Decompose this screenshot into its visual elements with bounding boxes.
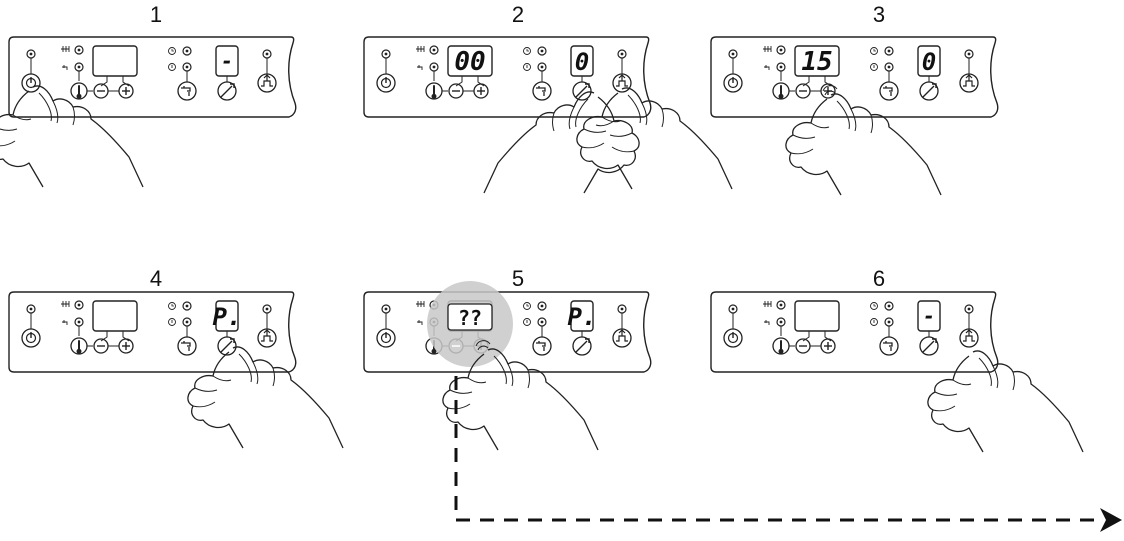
right-display-value: P. [568, 303, 597, 331]
control-panel [8, 36, 297, 118]
step-number: 5 [512, 266, 524, 291]
left-display-value: ?? [458, 306, 482, 330]
step-2: 2 00 0 [363, 2, 733, 194]
left-display-value: 15 [801, 47, 832, 77]
step-number: 2 [512, 2, 524, 27]
step-number: 6 [873, 266, 885, 291]
right-display-value: P. [213, 303, 242, 331]
step-number: 3 [873, 2, 885, 27]
control-panel [710, 36, 999, 118]
control-panel [710, 291, 999, 373]
left-display-value: 00 [454, 47, 485, 77]
step-number: 1 [150, 2, 162, 27]
right-display-value: - [221, 49, 233, 73]
control-panel [363, 36, 652, 118]
right-display-value: - [923, 304, 935, 328]
step-1: 1 - [0, 2, 297, 188]
arrow-head-icon [1100, 508, 1122, 532]
continuation-arrow [454, 376, 1096, 522]
step-5: 5 ?? P. [363, 266, 652, 451]
right-display-value: 0 [575, 48, 589, 76]
right-display-value: 0 [922, 48, 936, 76]
step-3: 3 15 0 [710, 2, 999, 196]
step-4: 4 P. [8, 266, 344, 449]
step-number: 4 [150, 266, 162, 291]
step-6: 6 - [710, 266, 1084, 453]
